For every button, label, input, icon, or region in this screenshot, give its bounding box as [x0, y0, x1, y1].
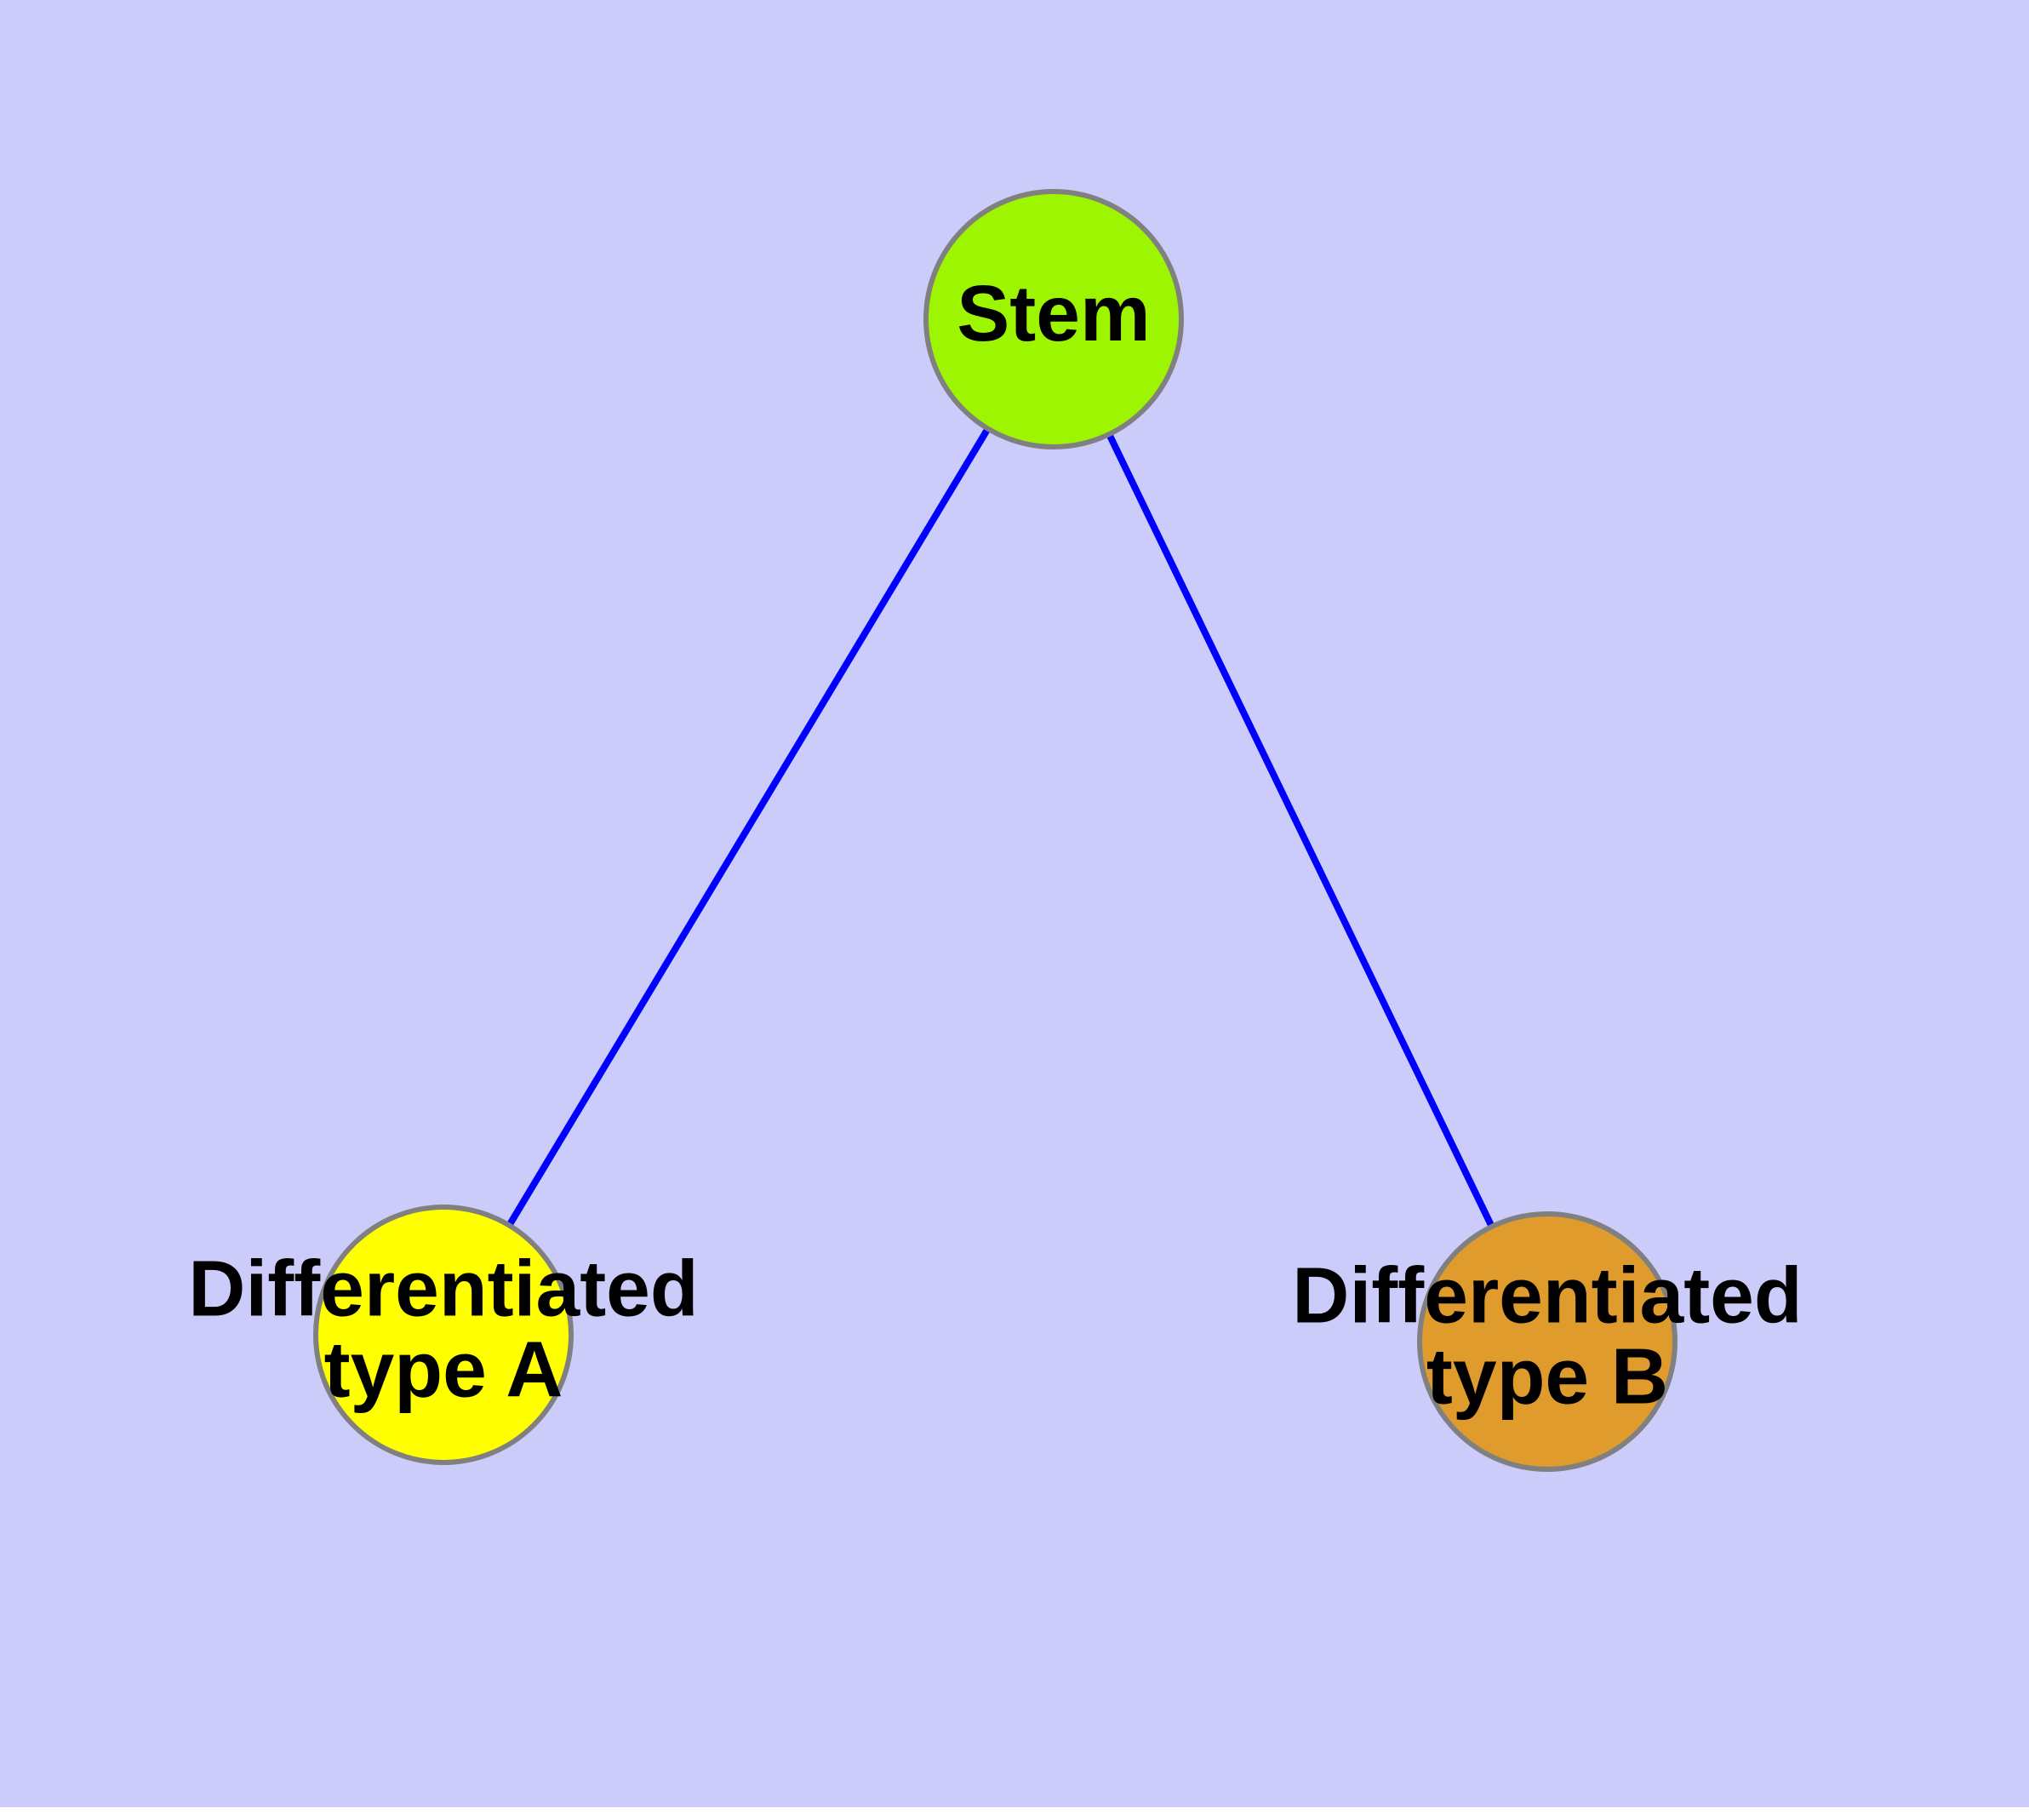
edge-stem-to-differentiated-type-a[interactable] — [506, 426, 992, 1228]
node-differentiated-type-b[interactable] — [1417, 1211, 1677, 1472]
node-stem[interactable] — [923, 189, 1184, 449]
node-label-stem: Stem — [957, 269, 1150, 358]
edge-layer — [506, 426, 1495, 1228]
edge-stem-to-differentiated-type-b[interactable] — [1106, 432, 1495, 1228]
node-differentiated-type-a[interactable] — [313, 1205, 574, 1465]
node-layer — [313, 189, 1677, 1472]
